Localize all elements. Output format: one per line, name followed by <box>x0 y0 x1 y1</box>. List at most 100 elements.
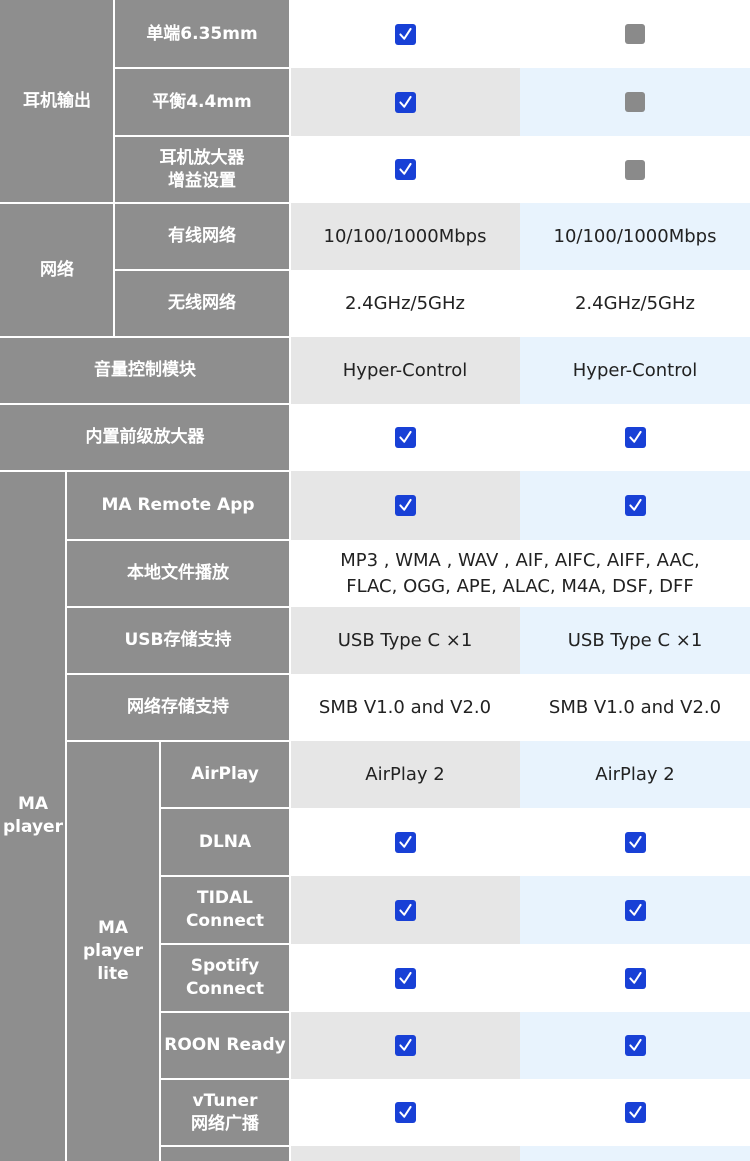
checkbox-checked-icon <box>394 967 416 989</box>
row-label-usb-text: USB存储支持 <box>124 630 232 650</box>
row-label-dlna: DLNA <box>160 808 290 876</box>
row-label-spotify-text: Spotify Connect <box>185 956 265 999</box>
checkbox-checked-icon <box>394 1035 416 1056</box>
grid-line <box>159 741 161 1161</box>
row-label-roon-text: ROON Ready <box>164 1035 286 1055</box>
group-headphone-output: 耳机输出 <box>0 0 114 203</box>
cell-se-col1 <box>290 0 520 68</box>
grid-line <box>160 1145 290 1147</box>
row-label-local-files-text: 本地文件播放 <box>127 563 229 583</box>
row-label-tidal: TIDAL Connect <box>160 876 290 944</box>
cell-wireless-col2-text: 2.4GHz/5GHz <box>574 292 695 314</box>
cell-airplay-col2-text: AirPlay 2 <box>595 763 675 785</box>
checkbox-checked-icon <box>394 427 416 448</box>
row-label-roon: ROON Ready <box>160 1012 290 1079</box>
cell-usb-col1-text: USB Type C ×1 <box>337 629 473 651</box>
checkbox-checked-icon <box>624 899 646 921</box>
row-label-volume-text: 音量控制模块 <box>94 360 196 380</box>
row-label-dlna-text: DLNA <box>198 831 252 852</box>
cell-nas-col1: SMB V1.0 and V2.0 <box>290 674 520 741</box>
row-label-wired-text: 有线网络 <box>168 226 236 246</box>
row-label-vtuner-text: vTuner 网络广播 <box>191 1090 259 1134</box>
row-label-se-text: 单端6.35mm <box>146 23 258 44</box>
cell-preamp-col1 <box>290 404 520 471</box>
grid-line <box>114 67 290 69</box>
row-label-nas: 网络存储支持 <box>66 674 290 741</box>
grid-line <box>0 336 290 338</box>
row-label-spotify: Spotify Connect <box>160 944 290 1012</box>
checkbox-checked-icon <box>394 23 416 45</box>
row-label-remote_app-text: MA Remote App <box>101 495 255 515</box>
cell-tidal-col1 <box>290 876 520 944</box>
grid-line <box>160 1011 290 1013</box>
grid-line <box>113 0 115 337</box>
grid-line <box>66 740 290 742</box>
checkbox-checked-icon <box>624 1035 646 1056</box>
grid-line <box>66 539 290 541</box>
cell-usb-col2-text: USB Type C ×1 <box>567 629 703 651</box>
row-label-vtuner: vTuner 网络广播 <box>160 1079 290 1146</box>
row-label-bal-text: 平衡4.4mm <box>152 91 252 112</box>
checkbox-unchecked-icon <box>625 24 645 44</box>
row-label-usb: USB存储支持 <box>66 607 290 674</box>
cell-nas-col2-text: SMB V1.0 and V2.0 <box>548 696 722 718</box>
cell-spotify-col2 <box>520 944 750 1012</box>
cell-bal-col2 <box>520 68 750 136</box>
row-label-wired: 有线网络 <box>114 203 290 270</box>
cell-volume-col2: Hyper-Control <box>520 337 750 404</box>
cell-nas-col1-text: SMB V1.0 and V2.0 <box>318 696 492 718</box>
cell-dlna-col1 <box>290 808 520 876</box>
row-label-remote_app: MA Remote App <box>66 471 290 540</box>
cell-local-files-formats-text: MP3 , WMA , WAV , AIF, AIFC, AIFF, AAC, … <box>340 549 700 597</box>
cell-partial-col1 <box>290 1146 520 1161</box>
group-network-text: 网络 <box>40 259 74 280</box>
cell-wired-col1-text: 10/100/1000Mbps <box>323 225 487 247</box>
checkbox-checked-icon <box>624 495 646 516</box>
group-ma-player-text: MA player <box>3 794 63 837</box>
grid-line <box>114 269 290 271</box>
cell-volume-col1-text: Hyper-Control <box>342 359 468 381</box>
cell-vtuner-col1 <box>290 1079 520 1146</box>
cell-remote_app-col1 <box>290 471 520 540</box>
row-label-wireless-text: 无线网络 <box>168 293 236 313</box>
grid-line <box>289 0 291 1161</box>
grid-line <box>114 135 290 137</box>
grid-line <box>0 470 290 472</box>
checkbox-checked-icon <box>624 967 646 989</box>
cell-local-files-formats: MP3 , WMA , WAV , AIF, AIFC, AIFF, AAC, … <box>290 540 750 607</box>
checkbox-checked-icon <box>624 831 646 853</box>
row-label-airplay-text: AirPlay <box>191 764 259 784</box>
grid-line <box>160 875 290 877</box>
cell-airplay-col2: AirPlay 2 <box>520 741 750 808</box>
checkbox-checked-icon <box>394 91 416 113</box>
cell-se-col2 <box>520 0 750 68</box>
grid-line <box>0 202 290 204</box>
cell-remote_app-col2 <box>520 471 750 540</box>
checkbox-checked-icon <box>394 831 416 853</box>
group-network: 网络 <box>0 203 114 337</box>
row-label-nas-text: 网络存储支持 <box>127 697 229 717</box>
cell-spotify-col1 <box>290 944 520 1012</box>
checkbox-checked-icon <box>394 899 416 921</box>
cell-volume-col2-text: Hyper-Control <box>572 359 698 381</box>
row-label-gain-text: 耳机放大器 增益设置 <box>159 147 245 191</box>
grid-line <box>160 943 290 945</box>
cell-airplay-col1-text: AirPlay 2 <box>365 763 445 785</box>
grid-line <box>160 807 290 809</box>
checkbox-checked-icon <box>394 159 416 180</box>
cell-wireless-col1-text: 2.4GHz/5GHz <box>344 292 465 314</box>
grid-line <box>66 606 290 608</box>
row-label-local-files: 本地文件播放 <box>66 540 290 607</box>
cell-vtuner-col2 <box>520 1079 750 1146</box>
cell-airplay-col1: AirPlay 2 <box>290 741 520 808</box>
row-label-preamp-text: 内置前级放大器 <box>85 427 205 447</box>
cell-gain-col2 <box>520 136 750 203</box>
cell-wireless-col1: 2.4GHz/5GHz <box>290 270 520 337</box>
row-label-wireless: 无线网络 <box>114 270 290 337</box>
row-label-partial <box>160 1146 290 1161</box>
cell-partial-col2 <box>520 1146 750 1161</box>
cell-roon-col2 <box>520 1012 750 1079</box>
cell-nas-col2: SMB V1.0 and V2.0 <box>520 674 750 741</box>
group-ma-player-lite: MA player lite <box>66 741 160 1161</box>
group-ma-player: MA player <box>0 471 66 1161</box>
